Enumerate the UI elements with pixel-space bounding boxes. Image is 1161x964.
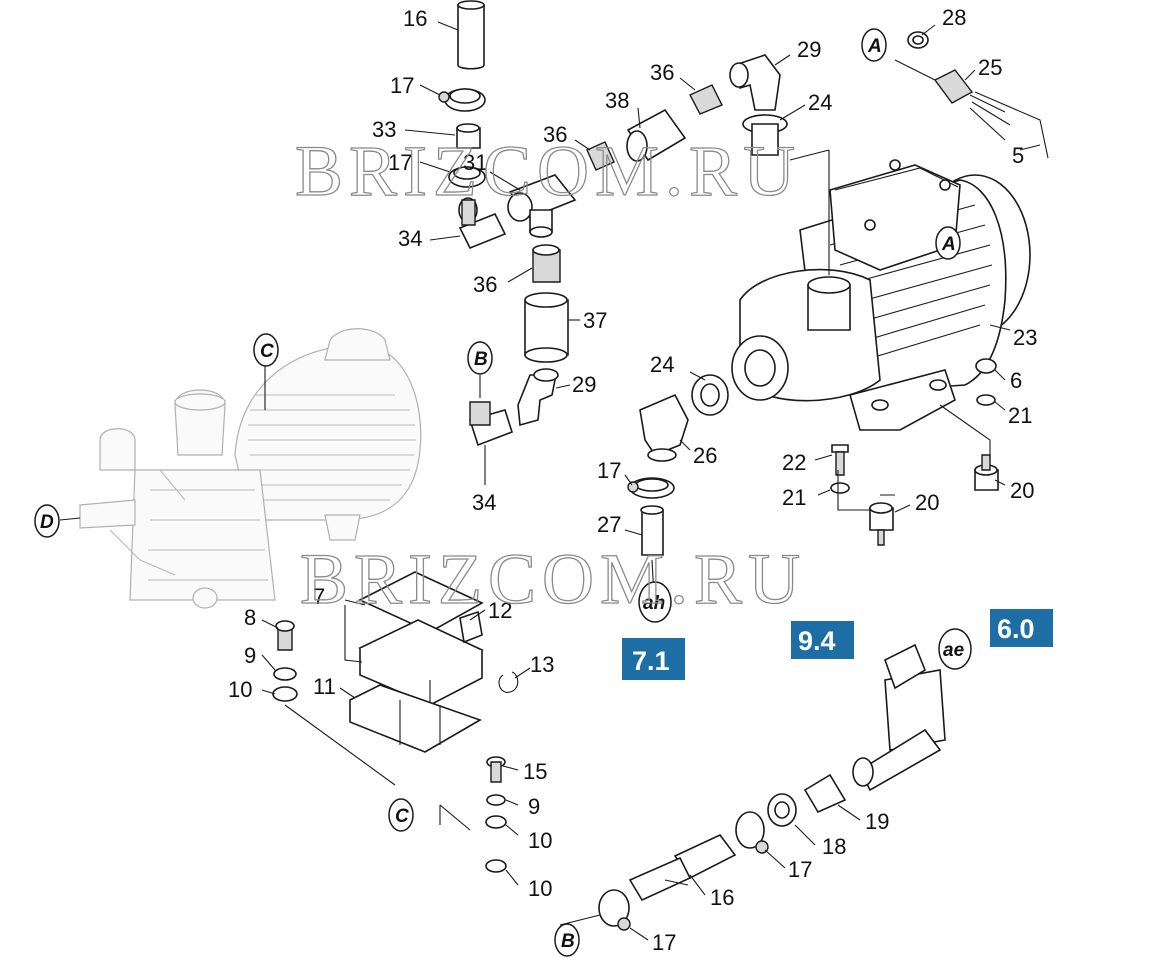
callout-21: 21	[1008, 403, 1032, 428]
callout-18: 18	[822, 834, 846, 859]
ref-marker-c: C	[253, 333, 279, 367]
watermarks: BRIZCOM.RU BRIZCOM.RU	[294, 130, 806, 619]
section-badge-6-0[interactable]: 6.0	[990, 609, 1053, 647]
callout-8: 8	[244, 605, 256, 630]
callout-26: 26	[693, 443, 717, 468]
svg-text:6.0: 6.0	[997, 614, 1035, 644]
callout-17: 17	[652, 930, 676, 955]
callout-22: 22	[782, 450, 806, 475]
callout-27: 27	[597, 512, 621, 537]
callout-34: 34	[398, 226, 422, 251]
svg-text:ah: ah	[643, 593, 665, 614]
callout-25: 25	[978, 55, 1002, 80]
pump-assembly-background	[79, 328, 422, 609]
callout-29: 29	[797, 37, 821, 62]
svg-text:D: D	[40, 512, 54, 533]
section-badges: 7.1 9.4 6.0	[622, 609, 1053, 680]
ref-marker-d: D	[34, 504, 60, 538]
callout-29: 29	[572, 372, 596, 397]
callout-16: 16	[710, 885, 734, 910]
callout-7: 7	[313, 584, 325, 609]
callout-17: 17	[788, 857, 812, 882]
callout-10: 10	[528, 828, 552, 853]
callout-31: 31	[463, 150, 487, 175]
callout-17: 17	[390, 73, 414, 98]
callout-38: 38	[605, 88, 629, 113]
watermark: BRIZCOM.RU	[295, 131, 801, 211]
svg-text:9.4: 9.4	[798, 626, 836, 656]
callout-23: 23	[1013, 325, 1037, 350]
svg-text:ae: ae	[943, 640, 965, 661]
ref-marker-ae: ae	[938, 628, 972, 670]
callout-16: 16	[403, 6, 427, 31]
svg-text:B: B	[474, 349, 488, 370]
section-badge-7-1[interactable]: 7.1	[622, 638, 685, 680]
callout-13: 13	[530, 652, 554, 677]
callout-36: 36	[650, 60, 674, 85]
svg-text:7.1: 7.1	[632, 646, 670, 676]
callout-9: 9	[244, 643, 256, 668]
callout-37: 37	[583, 308, 607, 333]
ref-marker-b: B	[554, 923, 580, 957]
svg-text:A: A	[941, 234, 956, 255]
callout-21: 21	[782, 485, 806, 510]
ref-marker-b: B	[467, 341, 493, 375]
ref-marker-c: C	[388, 798, 414, 832]
callout-12: 12	[488, 598, 512, 623]
callout-36: 36	[543, 122, 567, 147]
watermark: BRIZCOM.RU	[300, 539, 806, 619]
callout-17: 17	[597, 458, 621, 483]
ref-marker-a: A	[935, 226, 961, 260]
parts	[272, 0, 1049, 931]
callout-20: 20	[915, 490, 939, 515]
svg-text:A: A	[867, 36, 882, 57]
callout-24: 24	[650, 352, 674, 377]
callout-36: 36	[473, 272, 497, 297]
callout-34: 34	[472, 490, 496, 515]
callout-17: 17	[388, 150, 412, 175]
callout-10: 10	[528, 876, 552, 901]
ref-marker-ah: ah	[638, 581, 672, 623]
section-badge-9-4[interactable]: 9.4	[791, 621, 854, 659]
callout-9: 9	[528, 794, 540, 819]
svg-text:B: B	[561, 931, 575, 952]
callout-numbers: 16 17 33 17 31 36 34 36 37 38 36 29 24 2…	[228, 5, 1037, 955]
callout-6: 6	[1010, 368, 1022, 393]
callout-11: 11	[313, 674, 336, 699]
callout-20: 20	[1010, 478, 1034, 503]
svg-text:C: C	[395, 806, 409, 827]
callout-10: 10	[228, 677, 252, 702]
callout-15: 15	[523, 759, 547, 784]
callout-33: 33	[372, 117, 396, 142]
callout-19: 19	[865, 809, 889, 834]
callout-5: 5	[1012, 143, 1024, 168]
callout-24: 24	[808, 90, 832, 115]
ref-marker-a: A	[861, 28, 887, 62]
svg-text:C: C	[260, 341, 274, 362]
reference-markers: A A B B C C D ah	[34, 28, 972, 957]
callout-28: 28	[942, 5, 966, 30]
